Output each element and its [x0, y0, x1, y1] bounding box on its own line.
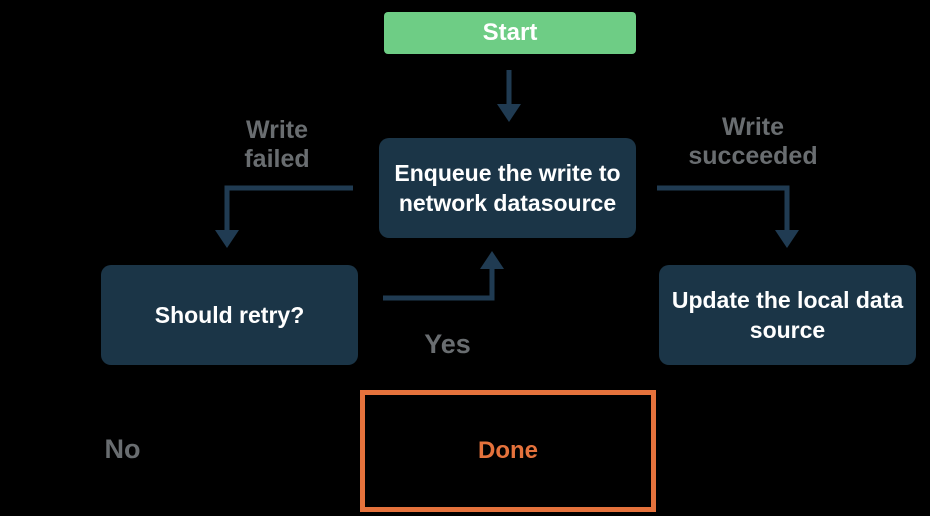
edge-label-write-succeeded: Write succeeded	[688, 113, 818, 170]
node-update-local-label-line1: Update the local data	[671, 287, 904, 313]
arrow-start-to-enqueue	[497, 70, 521, 122]
node-enqueue-write-label-line2: network datasource	[398, 190, 617, 216]
node-update-local-datasource: Update the local data source	[659, 265, 916, 365]
node-enqueue-write-label-line1: Enqueue the write to	[394, 160, 621, 186]
edge-label-write-failed: Write failed	[244, 116, 310, 173]
node-should-retry-label: Should retry?	[154, 302, 305, 328]
node-done: Done	[360, 390, 656, 512]
arrow-should-retry-to-enqueue	[383, 251, 504, 301]
node-enqueue-write: Enqueue the write to network datasource	[379, 138, 636, 238]
node-start: Start	[384, 12, 636, 54]
node-start-label: Start	[482, 19, 538, 46]
node-done-label: Done	[478, 437, 538, 464]
arrow-enqueue-to-update-local	[657, 185, 799, 248]
node-should-retry: Should retry?	[101, 265, 358, 365]
arrow-enqueue-to-should-retry	[215, 185, 353, 248]
node-update-local-label-line2: source	[749, 317, 826, 343]
edge-label-yes: Yes	[424, 329, 471, 359]
edge-label-no: No	[104, 434, 141, 464]
